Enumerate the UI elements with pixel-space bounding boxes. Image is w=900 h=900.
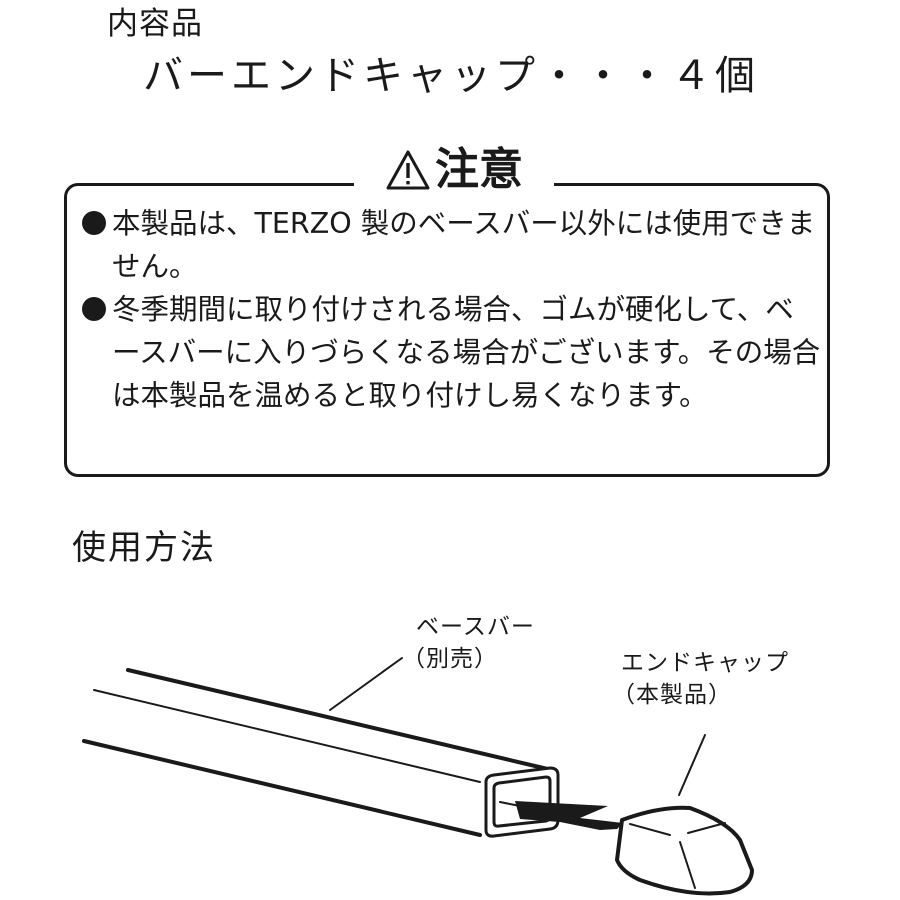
- base-bar-note: （別売）: [402, 646, 498, 672]
- caution-item: 本製品は、TERZO 製のベースバー以外には使用できません。: [82, 202, 822, 288]
- caution-item-text: 冬季期間に取り付けされる場合、ゴムが硬化して、ベースバーに入りづらくなる場合がご…: [112, 293, 821, 412]
- caution-item-text: 本製品は、TERZO 製のベースバー以外には使用できません。: [112, 207, 816, 283]
- caution-heading-text: 注意: [435, 144, 523, 195]
- caution-heading: 注意: [354, 140, 554, 200]
- end-cap-label: エンドキャップ: [621, 650, 789, 676]
- caution-item: 冬季期間に取り付けされる場合、ゴムが硬化して、ベースバーに入りづらくなる場合がご…: [82, 288, 822, 417]
- end-cap-illustration: [615, 734, 754, 896]
- usage-title: 使用方法: [72, 528, 216, 568]
- contents-title: 内容品: [107, 6, 203, 42]
- base-bar-illustration: [82, 657, 560, 838]
- bullet-icon: [82, 297, 106, 321]
- warning-triangle-icon: [386, 150, 430, 190]
- insert-arrow-icon: [515, 801, 623, 830]
- end-cap-note: （本製品）: [612, 682, 732, 708]
- contents-item: バーエンドキャップ・・・４個: [143, 53, 759, 99]
- caution-list: 本製品は、TERZO 製のベースバー以外には使用できません。 冬季期間に取り付け…: [82, 202, 822, 417]
- bullet-icon: [82, 211, 106, 235]
- base-bar-label: ベースバー: [416, 614, 535, 640]
